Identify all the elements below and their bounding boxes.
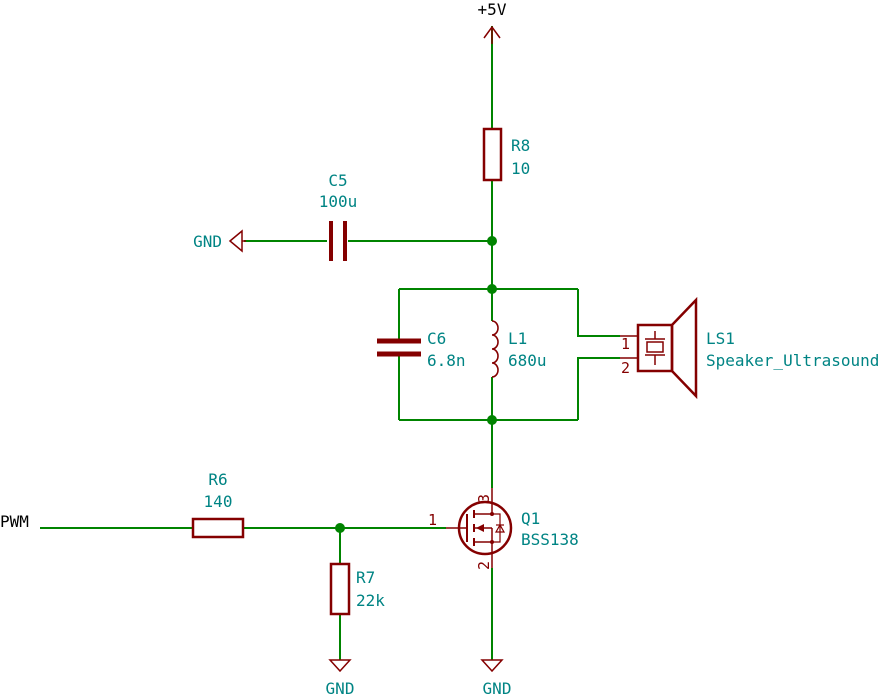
l1-ref: L1 [508,329,527,348]
power-vcc-symbol: +5V [478,0,507,44]
r8-ref: R8 [511,136,530,155]
junction-gate-node [335,523,345,533]
junctions [335,236,497,533]
r6-value: 140 [204,492,233,511]
mosfet-q1: 1 3 2 Q1 BSS138 [428,488,579,570]
q1-pin2-number: 2 [475,561,493,570]
q1-ref: Q1 [521,509,540,528]
ground-symbol-c5: GND [193,229,246,253]
net-label-pwm: PWM [0,512,29,531]
l1-coil-icon [491,320,499,378]
ls1-ref: LS1 [706,329,735,348]
gnd-r7-icon [328,659,352,673]
c5-value: 100u [319,192,358,211]
wire-ls1-pin1 [577,289,620,337]
gnd-r7-label: GND [326,679,355,697]
c6-ref: C6 [427,329,446,348]
resistor-r8: R8 10 [482,127,530,182]
ls1-pin2-number: 2 [621,359,630,377]
gnd-q1-label: GND [483,679,512,697]
resistor-r7: R7 22k [329,562,385,616]
r8-body [482,127,503,182]
speaker-ls1: 1 2 LS1 Speaker_Ultrasound [620,296,879,400]
resistor-r6: R6 140 [191,470,245,539]
gnd-c5-label: GND [193,232,222,251]
r7-body [329,562,351,616]
ground-symbol-r7: GND [326,659,355,697]
q1-arrow-icon [476,524,484,532]
r6-ref: R6 [208,470,227,489]
junction-tank-top [487,284,497,294]
vcc-label: +5V [478,0,507,19]
r8-value: 10 [511,159,530,178]
capacitor-c5: C5 100u [319,171,358,261]
ls1-pin1-number: 1 [621,335,630,353]
ls1-crystal-icon [646,341,664,353]
q1-pin3-number: 3 [475,494,493,503]
l1-value: 680u [508,351,547,370]
capacitor-c6: C6 6.8n [377,329,466,370]
ground-symbol-q1: GND [480,659,512,697]
r7-value: 22k [356,591,385,610]
pwm-label: PWM [0,512,29,531]
ls1-horn-icon [670,296,698,400]
gnd-c5-icon [228,229,243,253]
r6-body [191,517,245,539]
c5-ref: C5 [328,171,347,190]
q1-value: BSS138 [521,530,579,549]
junction-tank-bottom [487,415,497,425]
r7-ref: R7 [356,568,375,587]
c6-value: 6.8n [427,351,466,370]
q1-pin1-number: 1 [428,511,437,529]
wire-ls1-pin2 [577,357,620,420]
gnd-q1-icon [480,659,504,673]
ls1-value: Speaker_Ultrasound [706,351,879,370]
junction-c5-node [487,236,497,246]
inductor-l1: L1 680u [491,320,547,378]
